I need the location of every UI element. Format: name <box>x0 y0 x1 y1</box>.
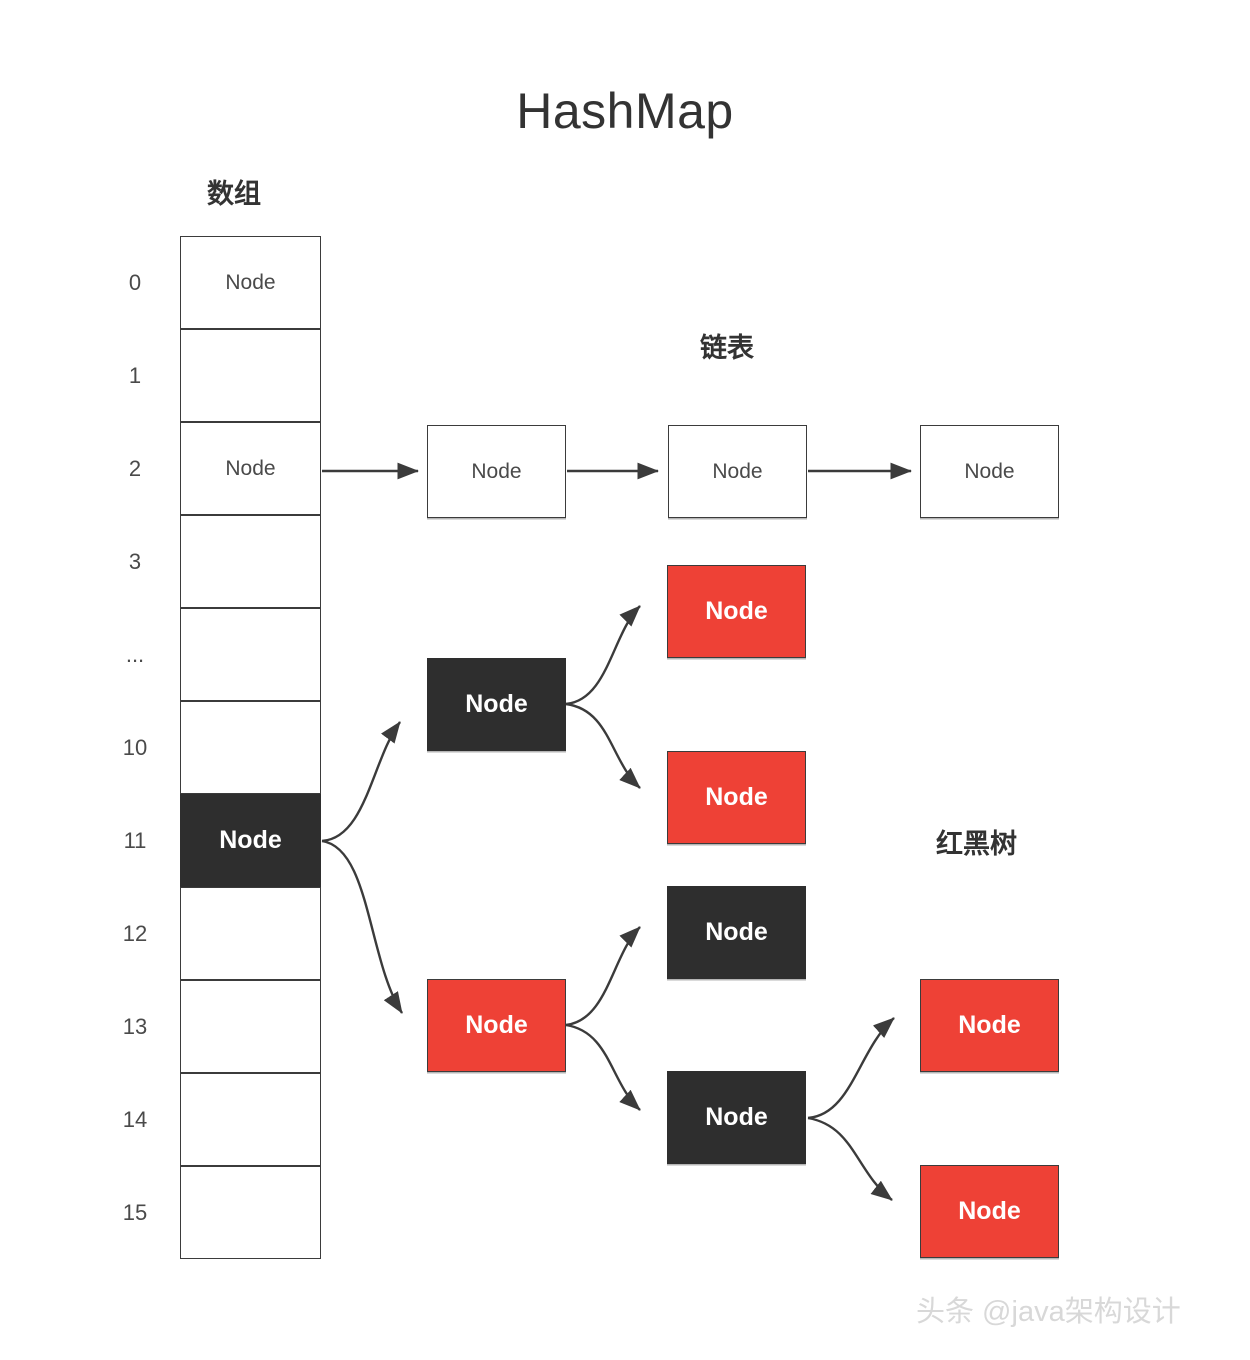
edge-array-to-tree-red3 <box>321 839 404 1014</box>
array-cell-value: Node <box>225 456 276 480</box>
node-label: Node <box>465 1011 528 1039</box>
edge-black1-to-red2 <box>565 702 641 789</box>
array-index-ellipsis: ... <box>125 641 145 667</box>
array-index-0: 0 <box>128 269 142 295</box>
rbtree-node-red-1[interactable]: Node <box>667 565 806 658</box>
array-index-12: 12 <box>122 920 148 946</box>
rbtree-node-black-2[interactable]: Node <box>667 886 806 979</box>
array-index-1: 1 <box>128 362 142 388</box>
edge-black3-to-red5 <box>807 1116 893 1201</box>
rbtree-node-red-4[interactable]: Node <box>920 979 1059 1072</box>
array-index-13: 13 <box>122 1013 148 1039</box>
edge-red3-to-black2 <box>565 926 641 1027</box>
page-title: HashMap <box>516 83 734 139</box>
array-index-2: 2 <box>128 455 142 481</box>
rbtree-node-black-1[interactable]: Node <box>427 658 566 751</box>
array-cell-13[interactable] <box>180 980 321 1073</box>
rbtree-node-red-2[interactable]: Node <box>667 751 806 844</box>
linked-list-node-3[interactable]: Node <box>920 425 1059 518</box>
array-cell-15[interactable] <box>180 1166 321 1259</box>
array-cell-value: Node <box>219 826 282 854</box>
node-label: Node <box>465 690 528 718</box>
array-cell-12[interactable] <box>180 887 321 980</box>
node-label: Node <box>958 1011 1021 1039</box>
array-cell-1[interactable] <box>180 329 321 422</box>
array-cell-10[interactable] <box>180 701 321 794</box>
array-index-11: 11 <box>123 827 147 853</box>
array-index-10: 10 <box>122 734 148 760</box>
array-cell-ellipsis[interactable] <box>180 608 321 701</box>
caption-linked-list: 链表 <box>700 333 754 363</box>
array-index-15: 15 <box>122 1199 148 1225</box>
array-index-14: 14 <box>122 1106 148 1132</box>
edge-black1-to-red1 <box>565 605 641 706</box>
caption-red-black-tree: 红黑树 <box>936 829 1017 859</box>
array-cell-0[interactable]: Node <box>180 236 321 329</box>
array-cell-value: Node <box>225 270 276 294</box>
node-label: Node <box>964 459 1015 483</box>
rbtree-node-red-3[interactable]: Node <box>427 979 566 1072</box>
node-label: Node <box>705 597 768 625</box>
watermark: 头条 @java架构设计 <box>916 1296 1181 1328</box>
caption-array: 数组 <box>207 179 261 209</box>
node-label: Node <box>705 1103 768 1131</box>
rbtree-node-black-3[interactable]: Node <box>667 1071 806 1164</box>
array-cell-11[interactable]: Node <box>180 794 321 887</box>
linked-list-node-2[interactable]: Node <box>668 425 807 518</box>
node-label: Node <box>712 459 763 483</box>
linked-list-node-1[interactable]: Node <box>427 425 566 518</box>
edge-black3-to-red4 <box>807 1017 895 1120</box>
node-label: Node <box>705 918 768 946</box>
array-cell-2[interactable]: Node <box>180 422 321 515</box>
node-label: Node <box>958 1197 1021 1225</box>
edge-red3-to-black3 <box>565 1023 641 1111</box>
array-cell-14[interactable] <box>180 1073 321 1166</box>
node-label: Node <box>705 783 768 811</box>
hash-array: Node Node Node <box>180 236 321 1259</box>
node-label: Node <box>471 459 522 483</box>
rbtree-node-red-5[interactable]: Node <box>920 1165 1059 1258</box>
edge-array-to-tree-black1 <box>321 721 401 843</box>
array-cell-3[interactable] <box>180 515 321 608</box>
array-index-3: 3 <box>128 548 142 574</box>
